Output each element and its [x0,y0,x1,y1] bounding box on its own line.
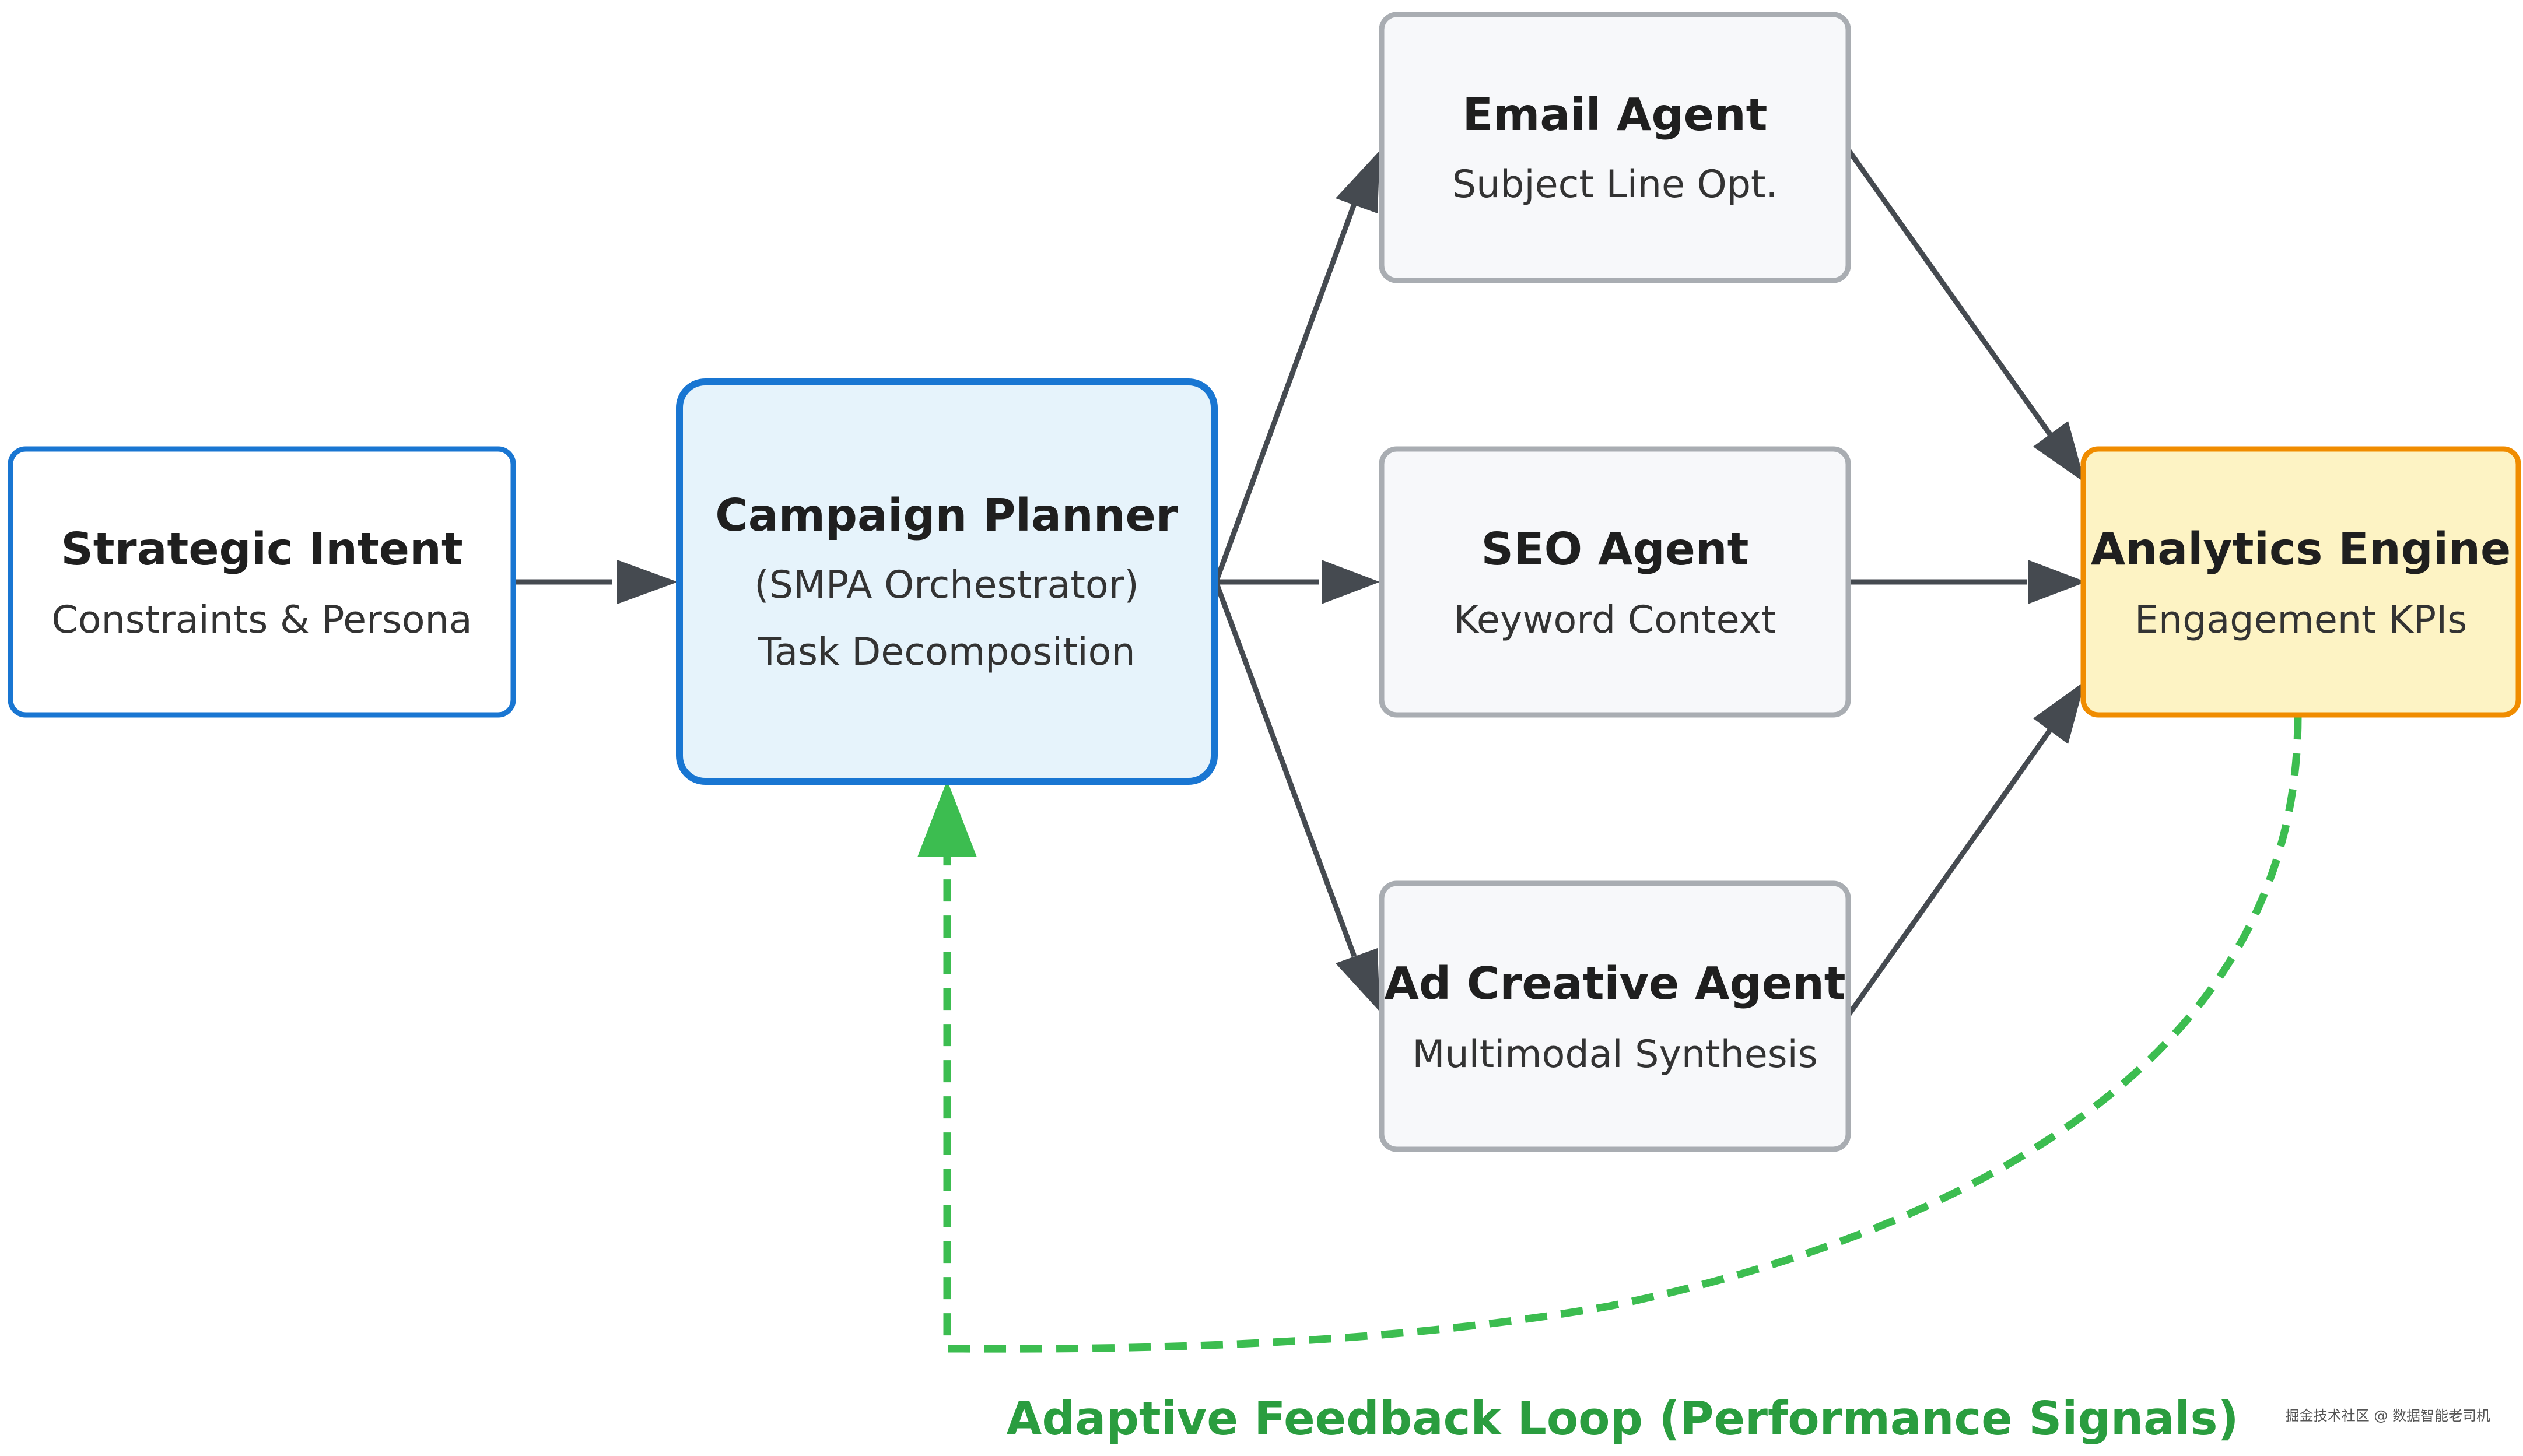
arrowhead-ad-to-analytics [2033,681,2085,744]
node-title: Strategic Intent [61,524,462,576]
edge-email-to-analytics [1846,149,2052,436]
node-subtitle: Engagement KPIs [2135,598,2467,642]
node-ad-creative-agent-box [1379,880,1851,1152]
node-title: Campaign Planner [715,490,1178,542]
edges [513,149,2086,1016]
arrowhead-planner-to-ad [1336,948,1380,1012]
edge-planner-to-email [1213,203,1357,583]
node-email-agent[interactable]: Email Agent Subject Line Opt. [1379,12,1851,283]
node-analytics-engine[interactable]: Analytics Engine Engagement KPIs [2080,446,2521,718]
node-subtitle: Keyword Context [1454,598,1776,642]
node-campaign-planner[interactable]: Campaign Planner (SMPA Orchestrator) Tas… [676,378,1218,785]
node-seo-agent[interactable]: SEO Agent Keyword Context [1379,446,1851,718]
feedback-loop-path [943,717,2302,1353]
node-title: Email Agent [1463,89,1768,141]
node-subtitle: Multimodal Synthesis [1412,1033,1817,1076]
node-strategic-intent[interactable]: Strategic Intent Constraints & Persona [8,446,516,718]
arrowhead-seo-to-analytics [2028,560,2086,604]
node-subtitle: Constraints & Persona [51,598,472,642]
watermark: 掘金技术社区 @ 数据智能老司机 [2286,1408,2490,1424]
edge-planner-to-ad [1213,581,1357,957]
arrowhead-intent-to-planner [617,560,678,604]
node-campaign-planner-box [676,378,1218,785]
arrowhead-planner-to-seo [1322,560,1380,604]
node-strategic-intent-box [8,446,516,718]
node-title: SEO Agent [1481,524,1749,576]
arrowhead-planner-to-email [1336,150,1380,213]
node-email-agent-box [1379,12,1851,283]
arrowhead-email-to-analytics [2033,421,2085,483]
feedback-loop: Adaptive Feedback Loop (Performance Sign… [917,717,2302,1446]
node-seo-agent-box [1379,446,1851,718]
feedback-loop-label: Adaptive Feedback Loop (Performance Sign… [1006,1392,2238,1446]
node-subtitle-secondary: Task Decomposition [757,630,1135,674]
node-ad-creative-agent[interactable]: Ad Creative Agent Multimodal Synthesis [1379,880,1851,1152]
node-title: Ad Creative Agent [1384,958,1845,1010]
node-subtitle: Subject Line Opt. [1452,163,1778,206]
node-analytics-engine-box [2080,446,2521,718]
node-title: Analytics Engine [2091,524,2511,576]
edge-ad-to-analytics [1846,728,2052,1016]
node-subtitle: (SMPA Orchestrator) [754,563,1139,607]
feedback-arrowhead [917,780,977,857]
